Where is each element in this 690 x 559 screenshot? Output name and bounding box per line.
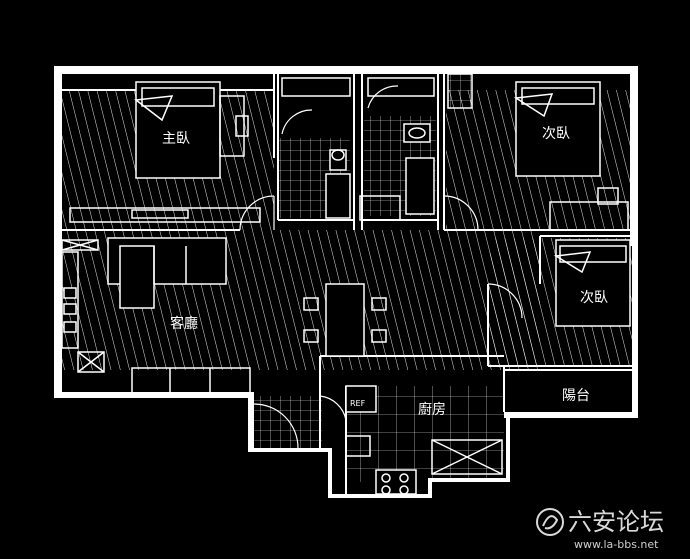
room-label-balcony: 陽台 xyxy=(562,388,590,404)
fridge-label: REF xyxy=(350,399,366,408)
room-label-kitchen: 廚房 xyxy=(418,401,446,418)
bathroom-fixtures xyxy=(281,77,435,221)
room-label-bedroom-right: 次臥 xyxy=(580,290,608,306)
watermark-brand: 六安论坛 xyxy=(568,508,664,536)
door-swings xyxy=(239,85,523,449)
kitchen-fixtures xyxy=(345,385,503,495)
watermark-url: www.la-bbs.net xyxy=(574,538,659,551)
room-label-living-room: 客廳 xyxy=(170,315,198,332)
room-label-master-bedroom: 主臥 xyxy=(162,131,190,147)
bedroom-right-furniture xyxy=(553,239,635,327)
bedroom-top-furniture xyxy=(447,73,635,231)
room-label-bedroom-top: 次臥 xyxy=(542,126,570,142)
master-bed xyxy=(69,81,261,223)
watermark: 六安论坛 www.la-bbs.net xyxy=(536,508,664,551)
watermark-logo-icon xyxy=(536,508,564,536)
living-furniture xyxy=(61,237,387,395)
